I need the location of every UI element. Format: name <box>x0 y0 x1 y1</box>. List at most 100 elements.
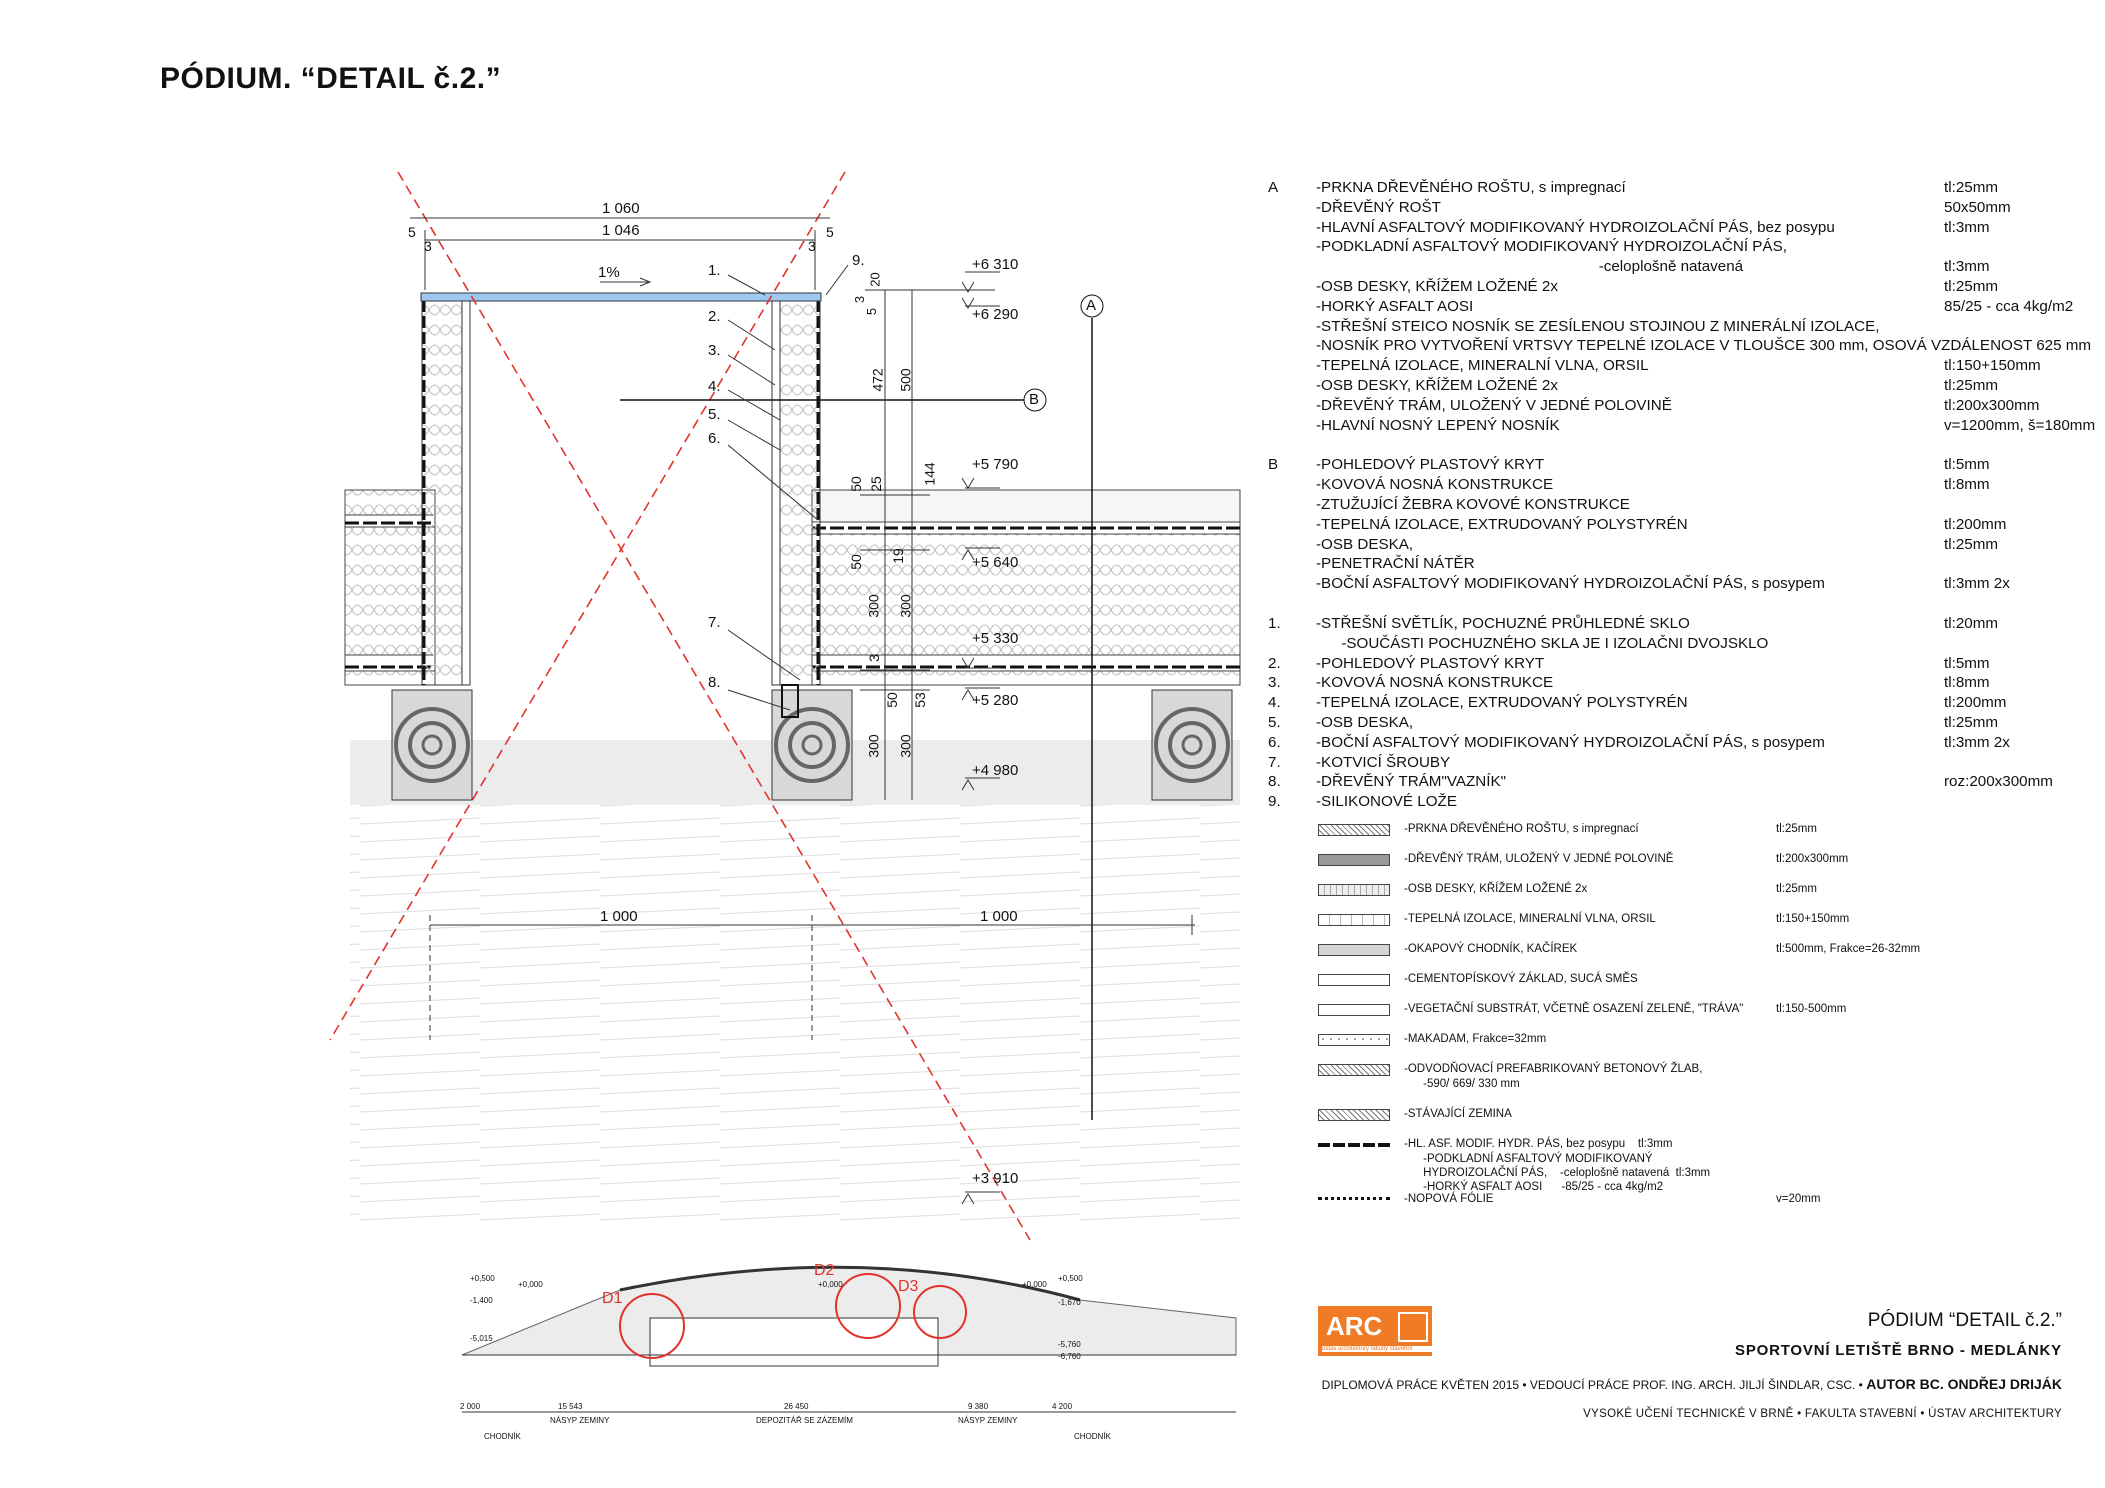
dim-300-c: 300 <box>865 734 882 758</box>
spec-value: tl:25mm <box>1944 376 1999 394</box>
spec-code: A <box>1268 179 1279 196</box>
spec-desc: -DŘEVĚNÝ ROŠT <box>1316 198 1441 216</box>
spec-desc: -PODKLADNÍ ASFALTOVÝ MODIFIKOVANÝ HYDROI… <box>1316 238 1787 256</box>
dim-50-b: 50 <box>847 554 864 570</box>
upstand-right <box>771 299 821 686</box>
thesis-info: DIPLOMOVÁ PRÁCE KVĚTEN 2015 • VEDOUCÍ PR… <box>1322 1376 2062 1392</box>
timber-beam-middle <box>771 689 853 801</box>
legend-swatch <box>1318 854 1390 866</box>
spec-value: tl:5mm <box>1944 654 1990 672</box>
dim-3-right: 3 <box>808 238 816 254</box>
section-dim: 26 450 <box>784 1402 809 1411</box>
page-title: PÓDIUM. “DETAIL č.2.” <box>160 62 502 95</box>
upstand-left <box>421 299 471 686</box>
spec-value: tl:3mm 2x <box>1944 733 2010 751</box>
section-marker-b <box>1023 388 1047 412</box>
logo-square-icon <box>1398 1312 1428 1342</box>
spec-value: tl:5mm <box>1944 456 1990 474</box>
section-level: +0,000 <box>818 1280 843 1289</box>
legend-swatch <box>1318 1143 1390 1147</box>
spec-desc: -DŘEVĚNÝ TRÁM, ULOŽENÝ V JEDNÉ POLOVINĚ <box>1316 396 1672 414</box>
dim-53: 53 <box>911 692 928 708</box>
level-4980: +4 980 <box>972 762 1019 779</box>
section-zone: DEPOZITÁŘ SE ZÁZEMÍM <box>756 1416 853 1425</box>
sheet-title: PÓDIUM “DETAIL č.2.” <box>1867 1310 2062 1331</box>
author: AUTOR BC. ONDŘEJ DRIJÁK <box>1862 1376 2062 1392</box>
legend-text: -CEMENTOPÍSKOVÝ ZÁKLAD, SUCÁ SMĚS <box>1404 973 1638 985</box>
section-level: -5,760 <box>1058 1340 1081 1349</box>
legend-text: -DŘEVĚNÝ TRÁM, ULOŽENÝ V JEDNÉ POLOVINĚ <box>1404 853 1674 865</box>
legend-text-extra: -590/ 669/ 330 mm <box>1404 1078 1520 1090</box>
level-6310: +6 310 <box>972 256 1019 273</box>
marker-a-label: A <box>1086 297 1097 314</box>
dim-19: 19 <box>889 548 906 564</box>
spec-desc: -OSB DESKA, <box>1316 535 1414 553</box>
legend-value: tl:25mm <box>1776 883 1817 895</box>
legend-value: tl:500mm, Frakce=26-32mm <box>1776 943 1921 955</box>
timber-beam-left <box>391 689 473 801</box>
section-level: -1,400 <box>470 1296 493 1305</box>
section-level: -6,760 <box>1058 1352 1081 1361</box>
callout-6: 6. <box>708 430 721 447</box>
spec-row: 8.-DŘEVĚNÝ TRÁM"VAZNÍK"roz:200x300mm <box>1262 772 2092 792</box>
callout-3: 3. <box>708 342 721 359</box>
legend-text: -OSB DESKY, KŘÍŽEM LOŽENÉ 2x <box>1404 883 1588 895</box>
spec-code: 3. <box>1268 674 1281 692</box>
section-level: +0,000 <box>518 1280 543 1289</box>
callout-7: 7. <box>708 614 721 631</box>
spec-row: -HLAVNÍ ASFALTOVÝ MODIFIKOVANÝ HYDROIZOL… <box>1262 218 2092 238</box>
dim-1046: 1 046 <box>602 222 640 239</box>
spec-desc: -KOTVICÍ ŠROUBY <box>1316 753 1451 771</box>
legend-text-extra: -PODKLADNÍ ASFALTOVÝ MODIFIKOVANÝ <box>1404 1153 1653 1165</box>
section-marker-a <box>1080 294 1104 318</box>
section-level: -5,015 <box>470 1334 493 1343</box>
spec-desc: -KOVOVÁ NOSNÁ KONSTRUKCE <box>1316 476 1554 494</box>
spec-value: tl:8mm <box>1944 476 1990 494</box>
legend-row: -DŘEVĚNÝ TRÁM, ULOŽENÝ V JEDNÉ POLOVINĚ t… <box>1318 852 2078 882</box>
logo-text: ARC <box>1326 1311 1383 1341</box>
spec-row: -TEPELNÁ IZOLACE, EXTRUDOVANÝ POLYSTYRÉN… <box>1262 515 2092 535</box>
legend-swatch <box>1318 974 1390 986</box>
spec-desc: -OSB DESKY, KŘÍŽEM LOŽENÉ 2x <box>1316 277 1558 295</box>
legend-row: -OSB DESKY, KŘÍŽEM LOŽENÉ 2x tl:25mm <box>1318 882 2078 912</box>
spec-row: -PENETRAČNÍ NÁTĚR <box>1262 554 2092 574</box>
legend-text: -ODVODŇOVACÍ PREFABRIKOVANÝ BETONOVÝ ŽLA… <box>1404 1063 1703 1075</box>
legend-swatch <box>1318 1109 1390 1121</box>
spec-desc: -NOSNÍK PRO VYTVOŘENÍ VRTSVY TEPELNÉ IZO… <box>1316 337 2092 355</box>
legend-value: v=20mm <box>1776 1193 1821 1205</box>
spec-row: 9.-SILIKONOVÉ LOŽE <box>1262 792 2092 812</box>
spec-row: -BOČNÍ ASFALTOVÝ MODIFIKOVANÝ HYDROIZOLA… <box>1262 574 2092 594</box>
legend-text: -MAKADAM, Frakce=32mm <box>1404 1033 1547 1045</box>
legend-text: -PRKNA DŘEVĚNÉHO ROŠTU, s impregnací <box>1404 823 1639 835</box>
legend-text: -TEPELNÁ IZOLACE, MINERALNÍ VLNA, ORSIL <box>1404 913 1656 925</box>
dim-144: 144 <box>921 462 938 486</box>
spec-value: tl:3mm 2x <box>1944 575 2010 593</box>
spec-desc: -TEPELNÁ IZOLACE, MINERALNÍ VLNA, ORSIL <box>1316 357 1649 375</box>
spec-desc: -TEPELNÁ IZOLACE, EXTRUDOVANÝ POLYSTYRÉN <box>1316 694 1688 712</box>
dim-300-d: 300 <box>897 734 914 758</box>
spec-row: 7.-KOTVICÍ ŠROUBY <box>1262 753 2092 773</box>
roof-slab-right <box>811 489 1241 686</box>
spec-desc: -STŘEŠNÍ SVĚTLÍK, POCHUZNÉ PRŮHLEDNÉ SKL… <box>1316 614 1690 632</box>
ground-fill <box>350 740 1240 1225</box>
section-level: -1,670 <box>1058 1298 1081 1307</box>
legend-value: tl:200x300mm <box>1776 853 1849 865</box>
legend-value: tl:150+150mm <box>1776 913 1850 925</box>
callout-2: 2. <box>708 308 721 325</box>
section-label-d2: D2 <box>814 1262 835 1279</box>
legend-row: -ODVODŇOVACÍ PREFABRIKOVANÝ BETONOVÝ ŽLA… <box>1318 1062 2078 1092</box>
level-5640: +5 640 <box>972 554 1019 571</box>
legend-row: -VEGETAČNÍ SUBSTRÁT, VČETNĚ OSAZENÍ ZELE… <box>1318 1002 2078 1032</box>
callout-8: 8. <box>708 674 721 691</box>
anchor-bolts <box>781 684 799 718</box>
spec-row: -NOSNÍK PRO VYTVOŘENÍ VRTSVY TEPELNÉ IZO… <box>1262 336 2092 356</box>
spec-desc: -BOČNÍ ASFALTOVÝ MODIFIKOVANÝ HYDROIZOLA… <box>1316 575 1825 593</box>
